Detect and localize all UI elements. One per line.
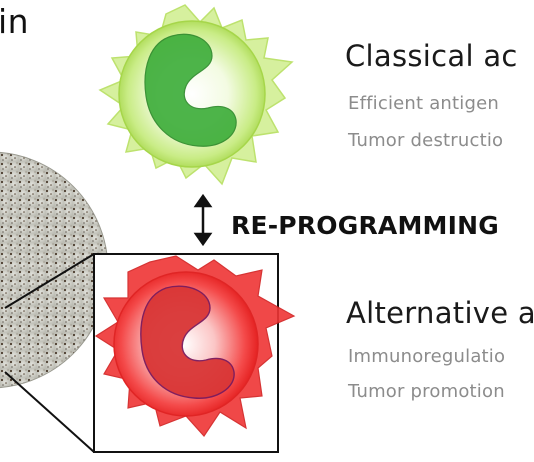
m2-macrophage xyxy=(94,255,296,437)
zoom-callout-lines xyxy=(4,253,95,453)
classical-activation-heading: Classical ac xyxy=(345,39,518,73)
m1-macrophage xyxy=(98,4,294,186)
tissue-section-image xyxy=(0,151,109,389)
m1-nucleus xyxy=(144,33,237,147)
m2-nucleus xyxy=(140,285,235,399)
alternative-line-2: Tumor promotion xyxy=(348,381,505,402)
alternative-activation-heading: Alternative a xyxy=(346,296,534,330)
title-fragment: in xyxy=(0,2,30,41)
classical-line-2: Tumor destructio xyxy=(348,130,504,151)
reprogramming-label: RE-PROGRAMMING xyxy=(231,211,499,240)
double-vertical-arrow-icon xyxy=(193,193,213,247)
classical-line-1: Efficient antigen xyxy=(348,93,500,114)
alternative-line-1: Immunoregulatio xyxy=(348,346,506,367)
